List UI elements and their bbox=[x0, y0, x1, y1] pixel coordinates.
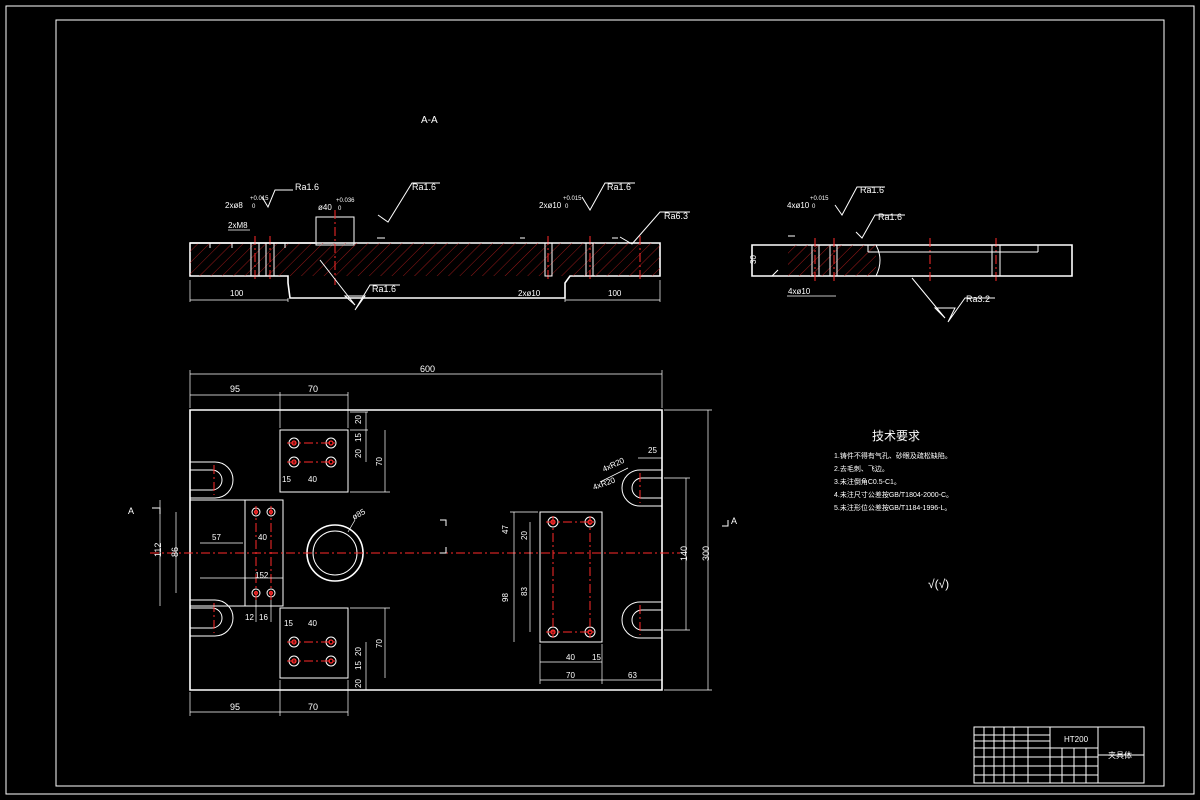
section-mark-right: A bbox=[731, 516, 737, 526]
dim-112: 112 bbox=[153, 543, 163, 557]
dim-20-right: 20 bbox=[520, 531, 529, 540]
dim-pad-t-15: 15 bbox=[354, 433, 363, 442]
dim-95-top: 95 bbox=[230, 384, 240, 394]
dim-600: 600 bbox=[420, 364, 435, 374]
dim-140: 140 bbox=[679, 546, 689, 561]
callout-tol-3b: 0 bbox=[565, 204, 569, 210]
dim-pad-b-20a: 20 bbox=[354, 647, 363, 656]
section-mark-left: A bbox=[128, 506, 134, 516]
slot-callout-25: 25 bbox=[648, 446, 657, 455]
dim-300: 300 bbox=[701, 546, 711, 561]
dim-70-right: 70 bbox=[566, 671, 575, 680]
section-label: A-A bbox=[421, 115, 438, 126]
dim-16: 16 bbox=[259, 613, 268, 622]
ra-4: Ra6.3 bbox=[664, 211, 688, 221]
dim-98: 98 bbox=[501, 593, 510, 602]
dim-100-left: 100 bbox=[230, 289, 244, 298]
dim-152: 152 bbox=[255, 571, 269, 580]
dim-15-right: 15 bbox=[592, 653, 601, 662]
dim-thickness: 30 bbox=[749, 255, 758, 264]
callout-tol-4b: 0 bbox=[812, 204, 816, 210]
dim-12: 12 bbox=[245, 613, 254, 622]
callout-tol-3: +0.015 bbox=[563, 196, 582, 202]
dim-pad-b-20b: 20 bbox=[354, 679, 363, 688]
tech-item-2: 2.去毛刺、飞边。 bbox=[834, 464, 889, 473]
roughness-general: √(√) bbox=[928, 577, 949, 591]
dim-pad-b-70: 70 bbox=[375, 639, 384, 648]
dim-100-right: 100 bbox=[608, 289, 622, 298]
title-block bbox=[973, 726, 1145, 784]
tech-item-1: 1.铸件不得有气孔、砂眼及疏松缺陷。 bbox=[834, 451, 952, 460]
callout-tol-2: +0.036 bbox=[336, 198, 355, 204]
dim-47: 47 bbox=[501, 525, 510, 534]
dim-bore: ø85 bbox=[351, 507, 368, 522]
ra-7: Ra1.6 bbox=[878, 212, 902, 222]
ra-6: Ra1.6 bbox=[860, 185, 884, 195]
callout-2x-o10: 2xø10 bbox=[539, 201, 562, 210]
ra-2: Ra1.6 bbox=[412, 182, 436, 192]
title-block-part-no: HT200 bbox=[1064, 735, 1089, 744]
right-section-view bbox=[751, 235, 1073, 297]
dim-2x-o10-bottom: 2xø10 bbox=[518, 289, 541, 298]
dim-pad-t-40: 40 bbox=[308, 475, 317, 484]
callout-tol-4: +0.015 bbox=[810, 196, 829, 202]
tech-item-3: 3.未注倒角C0.5-C1。 bbox=[834, 477, 901, 486]
dim-70-bottom: 70 bbox=[308, 702, 318, 712]
dim-40-left: 40 bbox=[258, 533, 267, 542]
dim-pad-b-15b: 15 bbox=[354, 661, 363, 670]
roughness-marks bbox=[261, 182, 995, 323]
ra-8: Ra3.2 bbox=[966, 294, 990, 304]
dim-pad-t-15b: 15 bbox=[282, 475, 291, 484]
dim-70-top: 70 bbox=[308, 384, 318, 394]
callout-tol-1b: 0 bbox=[252, 204, 256, 210]
dim-86: 86 bbox=[170, 547, 180, 557]
tech-title: 技术要求 bbox=[872, 429, 920, 443]
dim-40-right: 40 bbox=[566, 653, 575, 662]
dim-63: 63 bbox=[628, 671, 637, 680]
dim-83: 83 bbox=[520, 587, 529, 596]
tech-item-4: 4.未注尺寸公差按GB/T1804-2000-C。 bbox=[834, 490, 953, 499]
slot-callout-2: 4xR20 bbox=[592, 475, 617, 492]
tech-item-5: 5.未注形位公差按GB/T1184-1996-L。 bbox=[834, 503, 951, 512]
dim-95-bottom: 95 bbox=[230, 702, 240, 712]
dim-4x-o10-bottom: 4xø10 bbox=[788, 287, 811, 296]
title-block-name: 夹具体 bbox=[1108, 750, 1132, 760]
dim-pad-t-20a: 20 bbox=[354, 415, 363, 424]
dim-pad-b-40: 40 bbox=[308, 619, 317, 628]
outer-frame bbox=[5, 5, 1195, 795]
callout-tol-1: +0.015 bbox=[250, 196, 269, 202]
ra-1: Ra1.6 bbox=[295, 182, 319, 192]
callout-4x-o10: 4xø10 bbox=[787, 201, 810, 210]
inner-frame bbox=[55, 19, 1165, 787]
dim-pad-t-20b: 20 bbox=[354, 449, 363, 458]
dim-57: 57 bbox=[212, 533, 221, 542]
callout-o40: ø40 bbox=[318, 203, 332, 212]
ra-3: Ra1.6 bbox=[607, 182, 631, 192]
dim-pad-b-15: 15 bbox=[284, 619, 293, 628]
section-view bbox=[189, 210, 661, 302]
callout-tol-2b: 0 bbox=[338, 206, 342, 212]
plan-dimensions bbox=[159, 370, 712, 716]
ra-5: Ra1.6 bbox=[372, 284, 396, 294]
plan-view bbox=[150, 409, 729, 691]
callout-2x-m8: 2xM8 bbox=[228, 221, 248, 230]
callout-2x-o8: 2xø8 bbox=[225, 201, 243, 210]
dim-pad-t-70: 70 bbox=[375, 457, 384, 466]
